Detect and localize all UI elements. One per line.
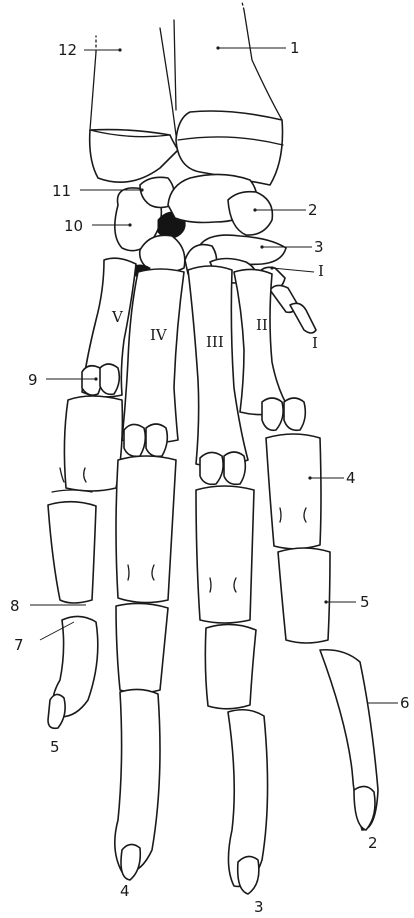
radius [174,2,283,185]
roman-IV: IV [150,326,168,344]
carpal-2 [228,192,272,235]
digit-IV [115,269,184,880]
label-6: 6 [368,694,410,712]
phalanx-1-V [64,396,122,491]
roman-I-lower: I [312,334,318,352]
digit-label-5: 5 [50,738,60,756]
svg-text:11: 11 [52,182,71,200]
phalanx-2-V [48,502,96,603]
phalanx-2-II [278,548,330,643]
phalanx-1-II [266,434,321,549]
svg-text:12: 12 [58,41,77,59]
label-12: 12 [58,41,122,59]
svg-text:9: 9 [28,371,38,389]
svg-text:1: 1 [290,39,300,57]
phalanx-2-III [205,624,256,708]
svg-text:3: 3 [314,238,324,256]
roman-II: II [256,316,268,334]
digit-label-4: 4 [120,882,130,900]
ulna [90,28,178,182]
svg-text:6: 6 [400,694,410,712]
svg-text:5: 5 [360,593,370,611]
roman-I-upper: I [318,262,324,280]
roman-V: V [111,308,124,326]
phalanx-1-IV [116,456,176,603]
digit-label-3: 3 [254,898,264,916]
phalanx-1-III [196,486,254,623]
svg-text:10: 10 [64,217,83,235]
label-5-right: 5 [324,593,369,611]
svg-text:4: 4 [346,469,356,487]
svg-text:8: 8 [10,597,20,615]
svg-text:2: 2 [308,201,318,219]
digit-label-2: 2 [368,834,378,852]
svg-text:7: 7 [14,636,24,654]
phalanx-2-IV [116,603,168,693]
roman-III: III [206,333,224,351]
label-1: 1 [216,39,299,57]
claw-IV [115,689,160,872]
